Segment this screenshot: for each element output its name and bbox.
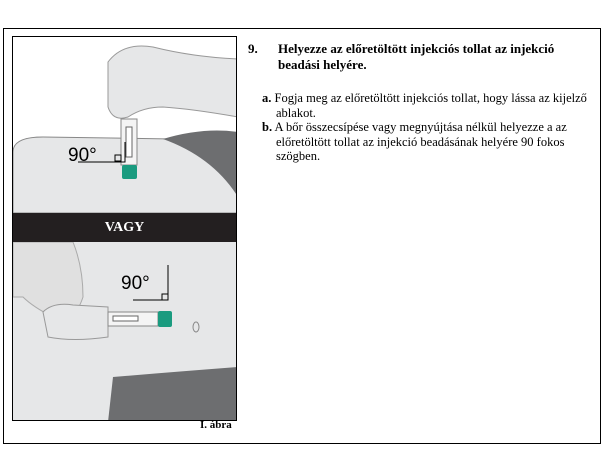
substep-marker: a. [262, 91, 272, 105]
substep-marker: b. [262, 120, 273, 134]
substep-text: A bőr összecsípése vagy megnyújtása nélk… [274, 120, 567, 163]
angle-label-bottom: 90° [121, 273, 150, 294]
figure-caption: I. ábra [200, 419, 232, 431]
step-substeps: a. Fogja meg az előretöltött injekciós t… [262, 91, 592, 164]
injection-illustration: 90° VAGY 90° [12, 36, 237, 421]
step-number: 9. [248, 41, 258, 56]
or-divider: VAGY [13, 213, 236, 242]
pen-cap-top [122, 165, 137, 179]
step-title: Helyezze az előretöltött injekciós tolla… [278, 41, 555, 72]
angle-label-top: 90° [68, 145, 97, 166]
substep-text: Fogja meg az előretöltött injekciós toll… [274, 91, 587, 120]
pen-cap-bottom [158, 311, 172, 327]
illustration-drawing [13, 37, 236, 420]
substep-b: b. A bőr összecsípése vagy megnyújtása n… [262, 120, 592, 164]
instruction-frame [3, 28, 601, 444]
substep-a: a. Fogja meg az előretöltött injekciós t… [262, 91, 592, 120]
